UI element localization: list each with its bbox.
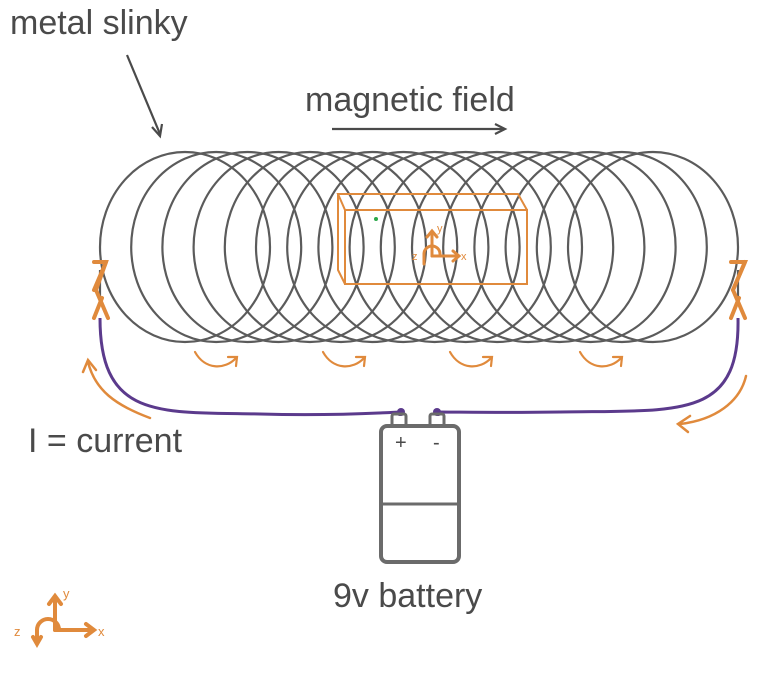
reference-axis-x-label: x [98,624,105,639]
box-axis-z-label: z [412,251,418,263]
coil-loop [473,150,646,344]
coil-loop [286,150,459,344]
coil-loop [379,150,552,344]
box-axis-x-label: x [461,251,467,263]
coil-loop [348,150,521,344]
battery-label: 9v battery [333,577,482,615]
reference-axis-z-label: z [14,624,21,639]
right-clip [729,260,749,320]
current-label: I = current [28,422,183,460]
slinky-coil [98,150,740,344]
current-arrow-left [81,357,152,420]
slinky-pointer-arrow [125,54,164,139]
coil-loop [566,150,740,344]
field-point-marker [374,217,378,221]
coil-loop [535,150,708,344]
box-axes-icon [422,228,462,266]
magnetic-field-label: magnetic field [305,81,515,119]
wire-left [98,317,402,417]
coil-loop [161,150,334,344]
slinky-label: metal slinky [10,4,188,42]
battery-plus-sign: + [395,432,407,454]
coil-loop [223,150,396,344]
coil-loop [98,150,272,344]
coil-current-arrows [193,350,624,368]
current-arrow-right [675,374,748,434]
reference-axes-icon [31,592,98,649]
reference-axis-y-label: y [63,586,70,601]
coil-loop [317,150,490,344]
test-box [336,193,528,285]
box-axis-y-label: y [437,223,443,235]
coil-loop [410,150,584,344]
coil-loop [504,150,677,344]
coil-loop [254,150,428,344]
battery [379,412,461,564]
left-clip [92,260,110,320]
wire-right [436,317,740,416]
coil-loop [442,150,615,344]
coil-loop [130,150,303,344]
coil-loop [192,150,365,344]
battery-minus-sign: - [433,432,440,454]
magnetic-field-arrow [332,123,508,135]
